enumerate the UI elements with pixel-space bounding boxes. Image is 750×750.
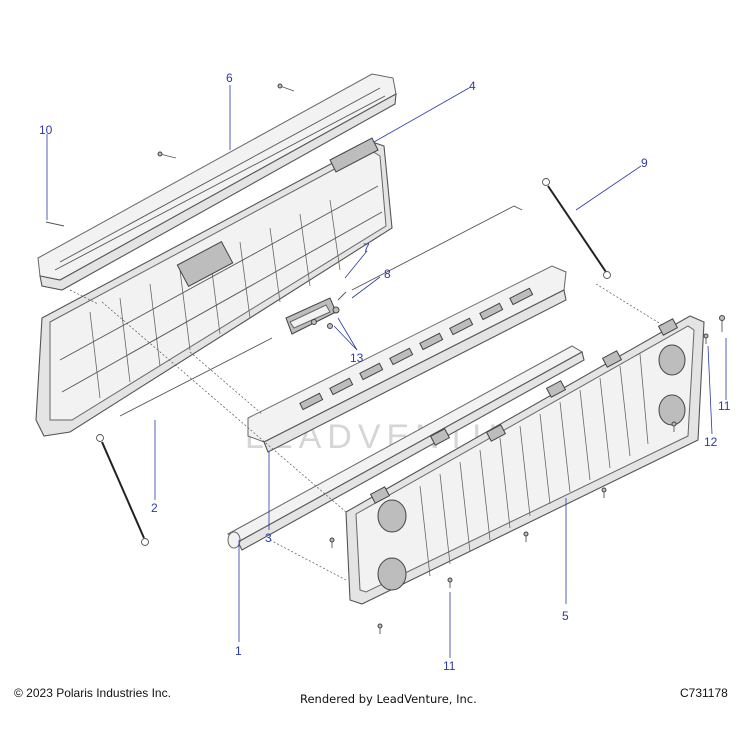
callout-8: 8 bbox=[384, 267, 391, 281]
rendered-by-text: Rendered by LeadVenture, Inc. bbox=[300, 692, 477, 706]
callout-10: 10 bbox=[39, 123, 53, 137]
callout-9: 9 bbox=[641, 156, 648, 170]
callout-7: 7 bbox=[363, 241, 370, 255]
copyright-text: © 2023 Polaris Industries Inc. bbox=[14, 686, 171, 700]
part-7-latch-assembly bbox=[285, 291, 347, 335]
part-6-top-cap bbox=[37, 73, 397, 291]
screw-fasteners-bottom bbox=[329, 315, 725, 634]
callout-leader-lines bbox=[46, 85, 727, 658]
part-2-cable-left bbox=[96, 434, 149, 546]
alignment-dashes bbox=[69, 283, 665, 581]
latch-rods bbox=[119, 205, 523, 417]
callout-11-right: 11 bbox=[718, 399, 731, 413]
part-9-cable-right bbox=[542, 178, 611, 279]
callout-12: 12 bbox=[704, 435, 718, 449]
part-3-slotted-rail bbox=[247, 265, 567, 453]
callout-13: 13 bbox=[350, 351, 364, 365]
callout-5: 5 bbox=[562, 609, 569, 623]
callout-3: 3 bbox=[265, 531, 272, 545]
callout-4: 4 bbox=[469, 79, 476, 93]
part-1-tube bbox=[227, 345, 585, 551]
part-5-outer-panel bbox=[345, 315, 705, 605]
screw-fasteners-top bbox=[45, 83, 295, 227]
callout-6: 6 bbox=[226, 71, 233, 85]
callout-11-bottom: 11 bbox=[443, 659, 456, 673]
part-4-inner-panel bbox=[35, 137, 393, 437]
diagram-id-text: C731178 bbox=[680, 686, 728, 700]
callout-1: 1 bbox=[235, 644, 242, 658]
callout-2: 2 bbox=[151, 501, 158, 515]
